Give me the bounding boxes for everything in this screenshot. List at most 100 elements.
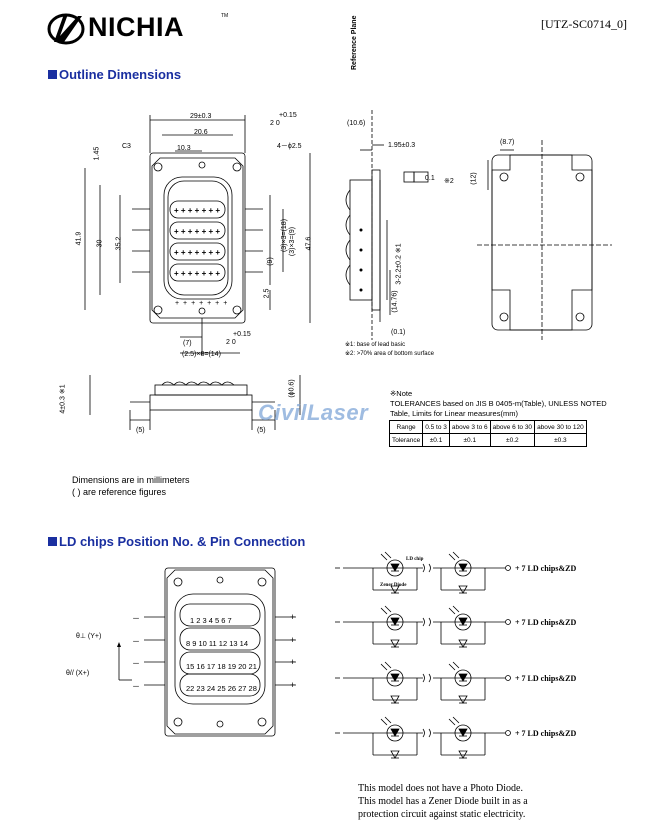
side-view-drawing — [345, 110, 429, 340]
ref-plane-label: Reference Plane — [351, 15, 358, 70]
flatness-value: 0.1 — [425, 175, 435, 182]
dim-pitch-v: (9) — [266, 257, 274, 266]
circuit-row-3-label: + 7 LD chips&ZD — [515, 674, 577, 683]
circuit-mark — [458, 673, 468, 682]
dim-height-left: 1.45 — [93, 146, 101, 161]
zener-label: Zener Diode — [380, 583, 407, 588]
dim-height-inner: 35.2 — [115, 236, 123, 251]
note-title: ※Note — [390, 389, 413, 398]
bottom-note-1: This model does not have a Photo Diode. — [358, 783, 523, 794]
circuit-mark — [422, 728, 431, 738]
flatness-mark: ※2 — [444, 178, 454, 185]
circuit-mark — [505, 619, 511, 625]
dim-width-inner: 20.6 — [194, 129, 208, 136]
table-cell: Range — [388, 420, 424, 434]
circuit-mark — [458, 695, 468, 704]
dim-bottom-7: (7) — [183, 340, 192, 347]
dim-12: (12) — [470, 172, 478, 185]
front-dim-left: 4±0.3 ※1 — [59, 384, 67, 414]
note-line-1: TOLERANCES based on JIS B 0405-m(Table),… — [390, 399, 607, 408]
circuit-mark — [454, 559, 472, 577]
pin-plus-3: + — [290, 657, 296, 667]
svg-text:+ + + + + + +: + + + + + + + — [174, 206, 220, 215]
circuit-mark — [422, 673, 431, 683]
circuit-mark — [384, 661, 392, 669]
nichia-logo-icon — [47, 13, 85, 45]
circuit-mark — [384, 605, 392, 613]
circuit-mark — [390, 673, 400, 682]
chip-row-3: 15 16 17 18 19 20 21 — [186, 662, 257, 671]
pin-minus-4: － — [132, 682, 140, 691]
circuit-mark — [390, 728, 400, 737]
circuit-mark — [458, 563, 468, 572]
dim-14-76: (14.76) — [391, 290, 399, 313]
axis-arrows — [117, 642, 132, 681]
circuit-row-4-label: + 7 LD chips&ZD — [515, 729, 577, 738]
back-view-drawing — [477, 140, 612, 340]
pin-plus-1: + — [290, 612, 296, 622]
table-cell: ±0.3 — [534, 433, 587, 447]
dim-10-6: (10.6) — [347, 120, 366, 127]
dim-pitch-pins: 3-2.2±0.2 ※1 — [395, 243, 403, 285]
circuit-mark — [505, 565, 511, 571]
table-row: Tolerance ±0.1 ±0.1 ±0.2 ±0.3 — [388, 433, 587, 447]
circuit-mark — [390, 563, 400, 572]
circuit-mark — [458, 750, 468, 759]
footnote-1: ※1: base of lead basic — [345, 342, 406, 348]
table-cell: ±0.1 — [422, 433, 450, 447]
bottom-note-3: protection circuit against static electr… — [358, 809, 526, 820]
tolerance-table: Range 0.5 to 3 above 3 to 6 above 6 to 3… — [388, 420, 587, 447]
ld-chip-label: LD chip — [406, 557, 424, 562]
circuit-mark — [386, 559, 404, 577]
table-cell: ±0.1 — [448, 433, 491, 447]
svg-text:+ + + + + + +: + + + + + + + — [174, 269, 220, 278]
circuit-diagram — [335, 551, 511, 759]
pin-plus-2: + — [290, 635, 296, 645]
svg-text:+ + + + + + +: + + + + + + + — [174, 227, 220, 236]
circuit-mark — [505, 730, 511, 736]
circuit-mark — [452, 661, 460, 669]
bottom-note-2: This model has a Zener Diode built in as… — [358, 796, 528, 807]
pin-plus-4: + — [290, 680, 296, 690]
circuit-mark — [380, 718, 388, 726]
dim-pitch-v2: (3)×3=(18) — [281, 218, 289, 253]
dim-bottom-dia: 2 0 — [226, 339, 236, 346]
pin-minus-3: － — [132, 659, 140, 668]
table-cell: 0.5 to 3 — [422, 420, 450, 434]
brand-logo — [46, 10, 86, 51]
circuit-mark — [454, 724, 472, 742]
circuit-mark — [422, 617, 431, 627]
units-line-2: ( ) are reference figures — [72, 487, 167, 497]
table-cell: ±0.2 — [489, 433, 536, 447]
circuit-mark — [380, 663, 388, 671]
chip-position-drawing — [144, 567, 296, 737]
note-line-2: Table, Limits for Linear measures(mm) — [390, 409, 518, 418]
circuit-mark — [505, 675, 511, 681]
table-cell: above 30 to 120 — [534, 420, 587, 434]
circuit-row-1-label: + 7 LD chips&ZD — [515, 564, 577, 573]
dim-0-1: (0.1) — [391, 329, 406, 336]
circuit-mark — [390, 639, 400, 648]
chips-section-title: LD chips Position No. & Pin Connection — [48, 534, 305, 549]
circuit-mark — [390, 585, 400, 594]
circuit-mark — [384, 551, 392, 559]
circuit-mark — [448, 553, 456, 561]
trademark: TM — [221, 13, 229, 19]
pin-minus-1: － — [132, 614, 140, 623]
circuit-mark — [454, 613, 472, 631]
circuit-mark — [390, 617, 400, 626]
dim-width-total: 29±0.3 — [190, 113, 212, 120]
circuit-mark — [452, 716, 460, 724]
front-dim-5-right: (5) — [257, 427, 266, 434]
svg-text:+ + + + + + +: + + + + + + + — [175, 300, 228, 307]
circuit-mark — [390, 750, 400, 759]
circuit-mark — [386, 613, 404, 631]
dim-bottom-pitch: (2.5)×8=(14) — [182, 351, 221, 358]
circuit-row-2-label: + 7 LD chips&ZD — [515, 618, 577, 627]
dim-corner: C3 — [122, 143, 131, 150]
circuit-mark — [458, 617, 468, 626]
circuit-mark — [386, 724, 404, 742]
dim-offset-25: 2.5 — [263, 288, 271, 299]
top-view-drawing: + + + + + + + + + + + + + + + + + + + + … — [84, 115, 311, 355]
chip-row-2: 8 9 10 11 12 13 14 — [186, 639, 248, 648]
